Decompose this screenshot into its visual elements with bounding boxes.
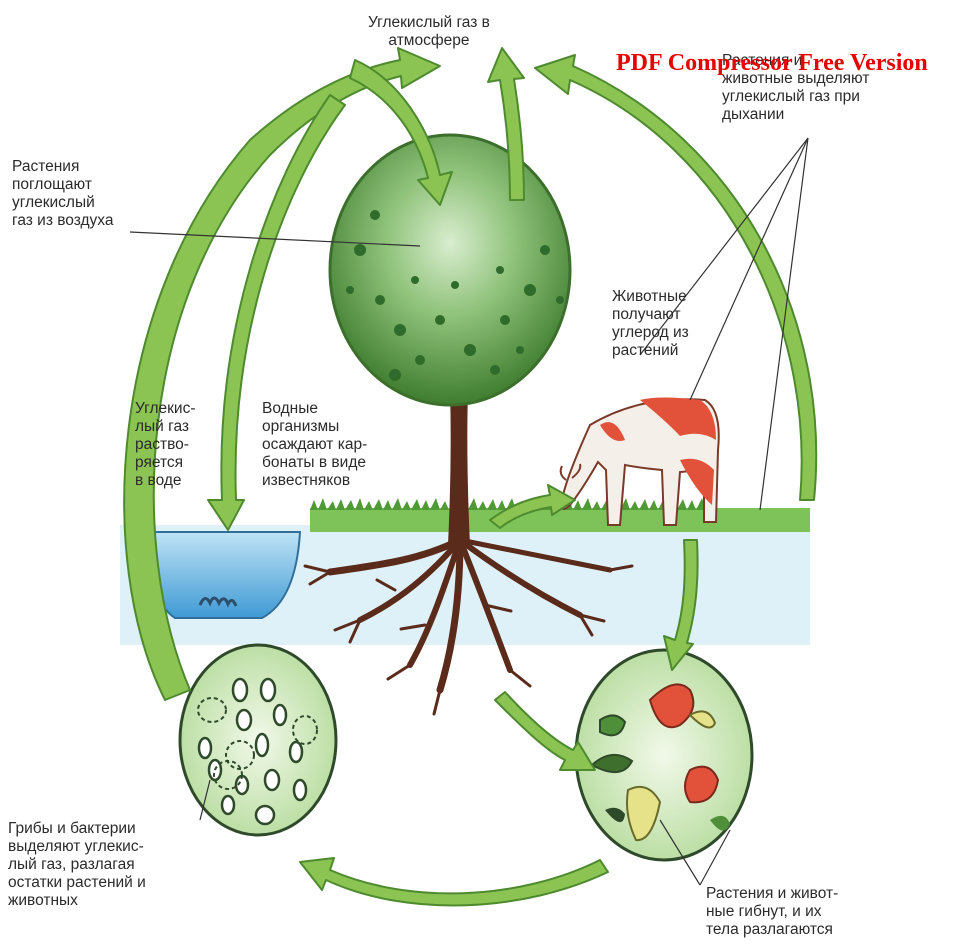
- tree-trunk: [448, 390, 470, 545]
- label-animals-get-carbon: Животные получают углерод из растений: [612, 288, 689, 360]
- label-aquatic-organisms: Водные организмы осаждают кар- бонаты в …: [262, 400, 367, 490]
- label-decomposers: Грибы и бактерии выделяют углекис- лый г…: [8, 820, 146, 910]
- label-death-decay: Растения и живот- ные гибнут, и их тела …: [706, 885, 838, 939]
- label-dissolves-in-water: Углекис- лый газ раство- ряется в воде: [135, 400, 195, 490]
- water-pond: [142, 532, 300, 618]
- watermark-text: PDF Compressor Free Version: [616, 50, 928, 77]
- decay-circle: [576, 650, 752, 860]
- label-atmosphere: Углекислый газ в атмосфере: [368, 14, 490, 50]
- label-plants-absorb: Растения поглощают углекислый газ из воз…: [12, 158, 114, 230]
